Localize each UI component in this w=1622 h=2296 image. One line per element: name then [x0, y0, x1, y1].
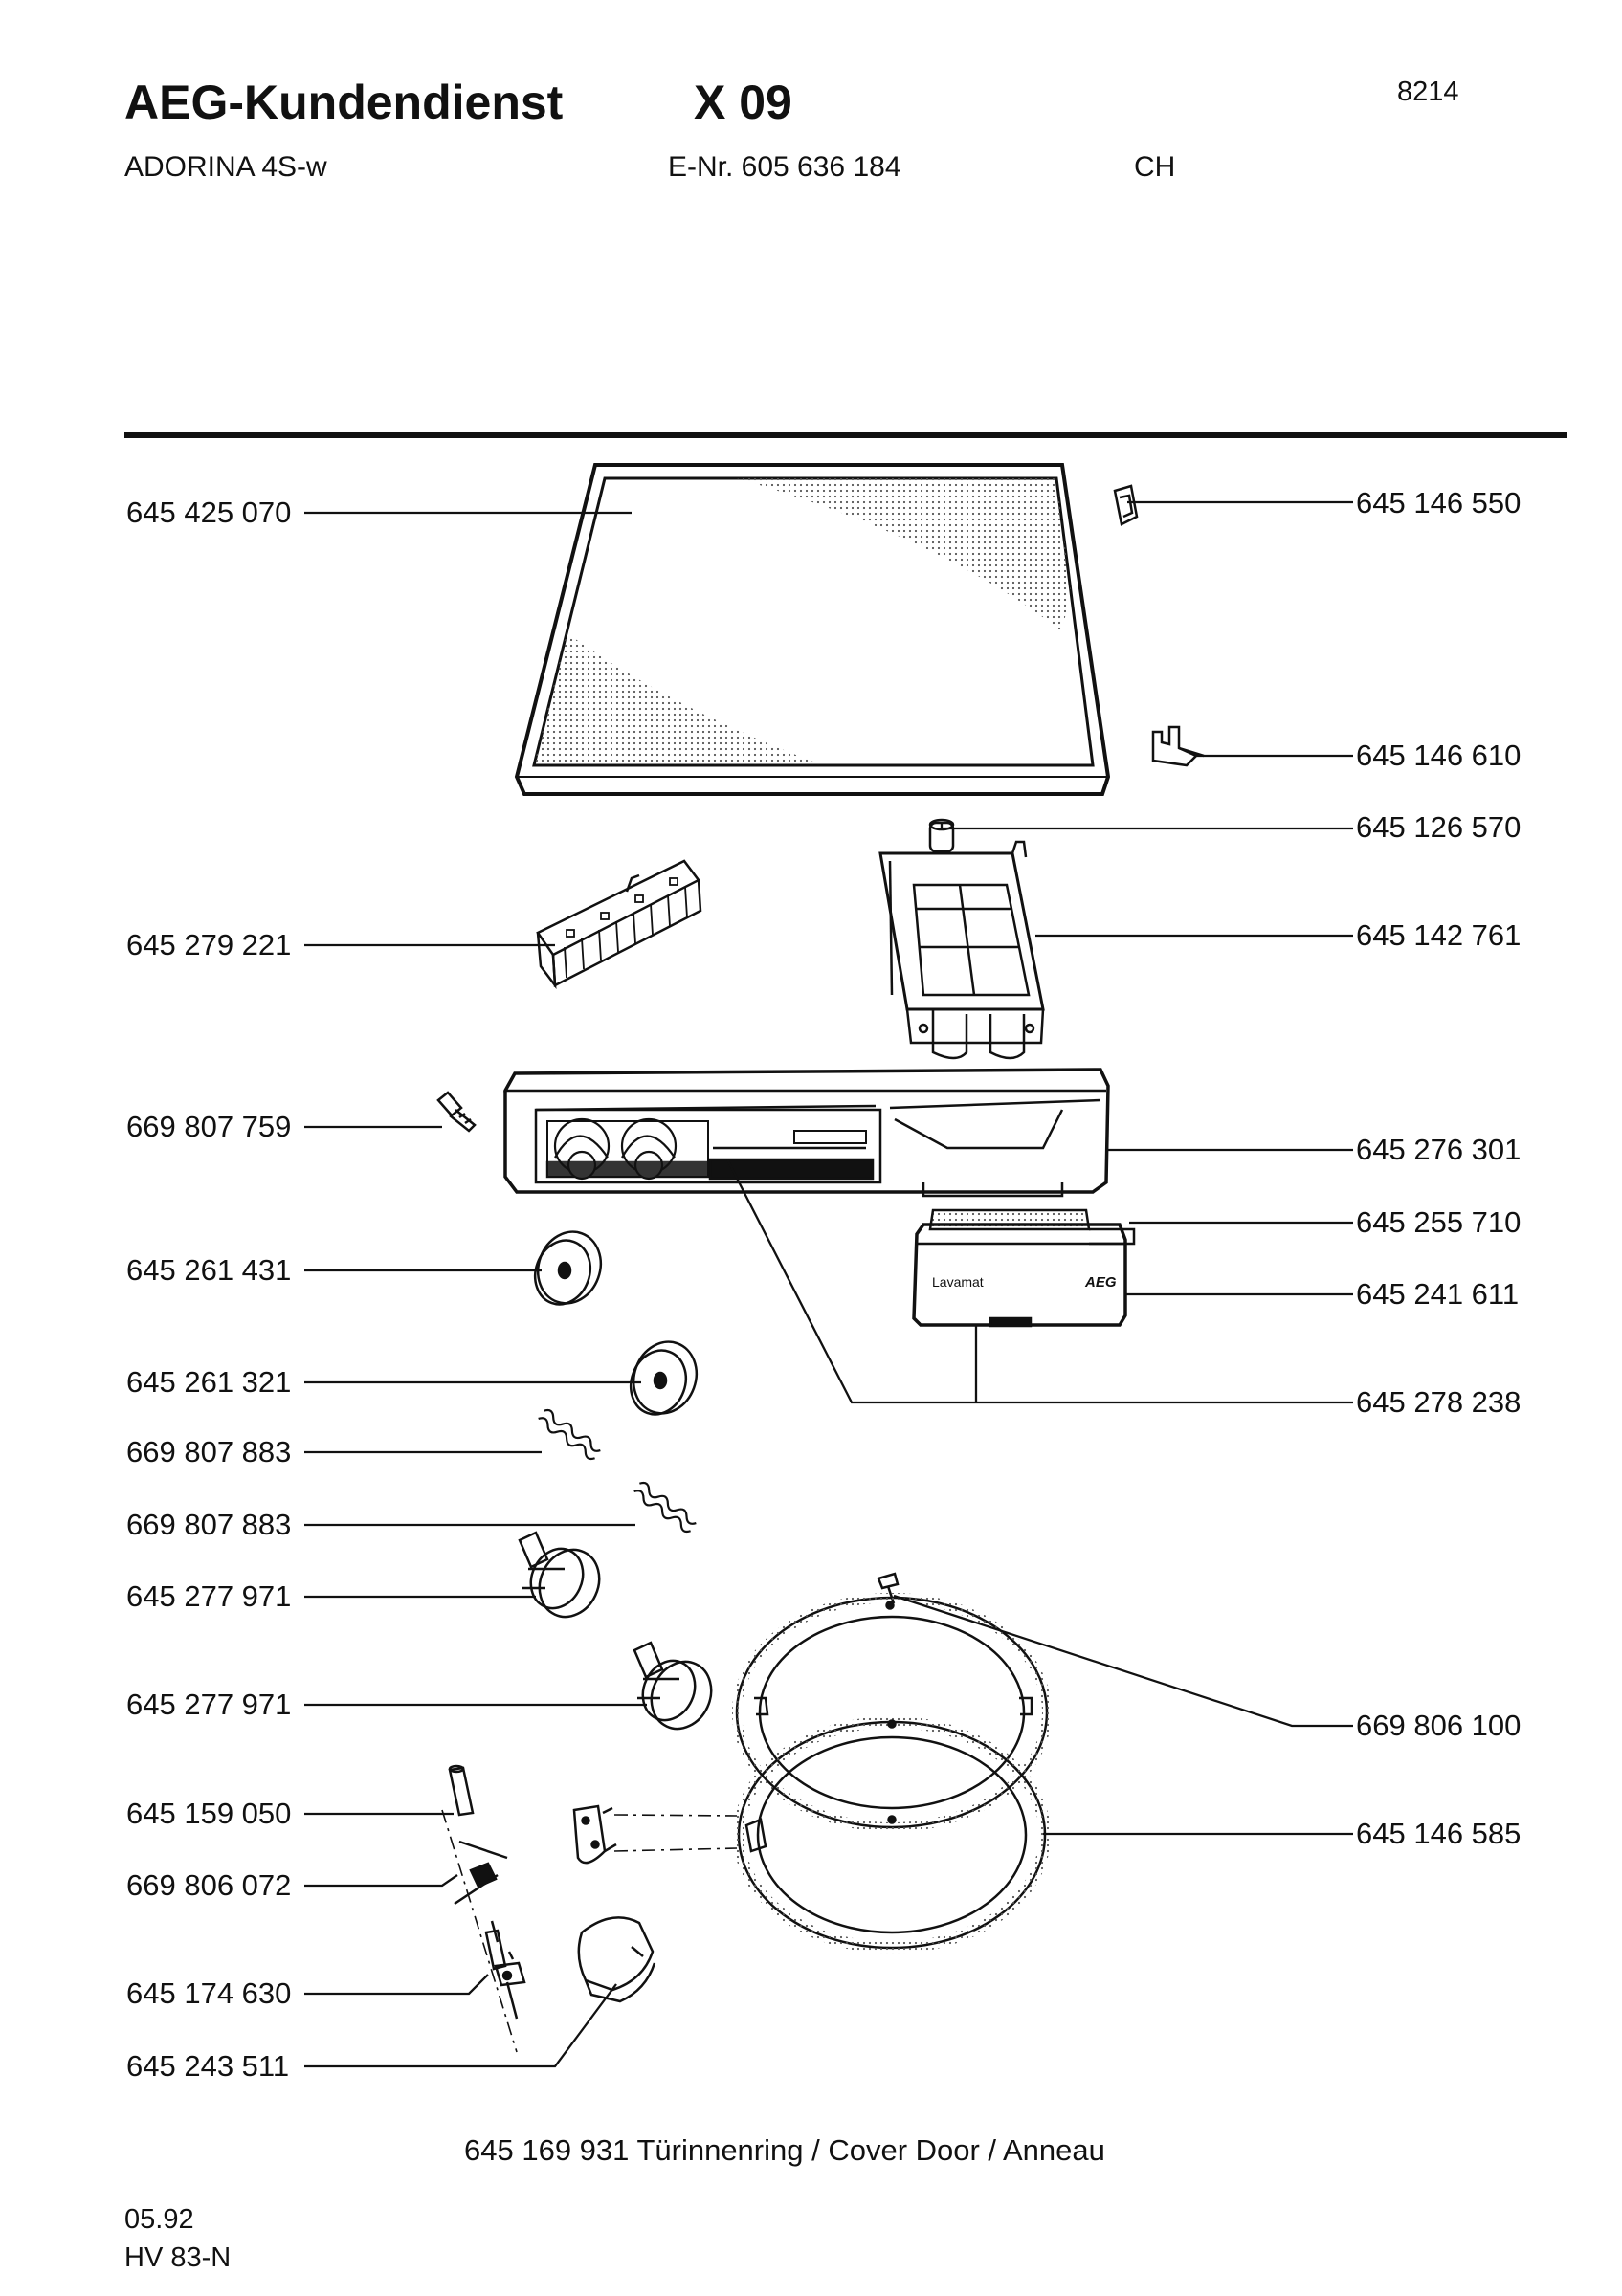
part-label-left: 645 277 971 [126, 1579, 292, 1613]
part-label-left: 645 243 511 [126, 2049, 290, 2083]
part-label-right: 645 146 610 [1356, 739, 1522, 772]
e-number: E-Nr. 605 636 184 [668, 151, 901, 183]
drawer-brand-text: Lavamat [932, 1274, 984, 1290]
alignment-lines [441, 1809, 738, 2053]
washer-disc [629, 1340, 699, 1416]
nut-part [454, 1840, 508, 1906]
door-ring-inner [733, 1716, 1051, 1954]
part-label-right: 645 146 550 [1356, 486, 1522, 519]
door-handle [577, 1916, 656, 2003]
control-panel [502, 1068, 1110, 1198]
leader-lines [304, 500, 1353, 2068]
drawer-front [912, 1208, 1136, 1328]
bolt-part [484, 1920, 526, 2020]
part-label-left: 645 159 050 [126, 1797, 292, 1830]
header-divider [124, 432, 1567, 438]
drawer-logo-text: AEG [1084, 1274, 1117, 1291]
model-name: ADORINA 4S-w [124, 151, 327, 183]
model-code: X 09 [694, 76, 792, 129]
hook-part [1151, 725, 1205, 767]
part-label-left: 645 261 431 [126, 1253, 292, 1287]
clip-part [1113, 484, 1139, 526]
part-label-left: 645 174 630 [126, 1976, 292, 2010]
part-label-right: 645 146 585 [1356, 1817, 1522, 1850]
footer-date: 05.92 [124, 2204, 194, 2235]
part-label-right: 669 806 100 [1356, 1709, 1522, 1742]
page-title: AEG-Kundendienst [124, 76, 564, 129]
part-label-left: 645 277 971 [126, 1688, 292, 1721]
pin-part [448, 1764, 475, 1817]
part-label-left: 669 807 883 [126, 1435, 292, 1468]
washer-disc [533, 1230, 603, 1306]
part-label-left: 645 261 321 [126, 1365, 292, 1399]
figure-caption: 645 169 931 Türinnenring / Cover Door / … [464, 2133, 1105, 2167]
lid-panel [514, 463, 1111, 796]
part-label-right: 645 142 761 [1356, 918, 1522, 952]
rotary-knob [518, 1531, 601, 1619]
part-label-left: 645 279 221 [126, 928, 292, 961]
spring-part [633, 1481, 697, 1534]
part-label-left: 645 425 070 [126, 496, 292, 529]
part-label-right: 645 241 611 [1356, 1277, 1520, 1311]
footer-reference: HV 83-N [124, 2242, 232, 2273]
drawer-insert [878, 840, 1045, 1060]
country-code: CH [1134, 151, 1176, 183]
sheet-number: 8214 [1397, 77, 1459, 107]
door-latch [572, 1804, 617, 1865]
part-label-right: 645 278 238 [1356, 1385, 1522, 1419]
part-label-left: 669 806 072 [126, 1868, 292, 1902]
rotary-knob [633, 1641, 713, 1731]
part-label-right: 645 255 710 [1356, 1205, 1522, 1239]
part-label-right: 645 126 570 [1356, 810, 1522, 844]
part-label-left: 669 807 883 [126, 1508, 292, 1541]
part-label-left: 669 807 759 [126, 1110, 292, 1143]
door-ring-outer [732, 1593, 1052, 1832]
terminal-strip [536, 859, 702, 990]
part-label-right: 645 276 301 [1356, 1133, 1522, 1166]
spring-part [538, 1408, 601, 1461]
screw-part [436, 1091, 477, 1133]
